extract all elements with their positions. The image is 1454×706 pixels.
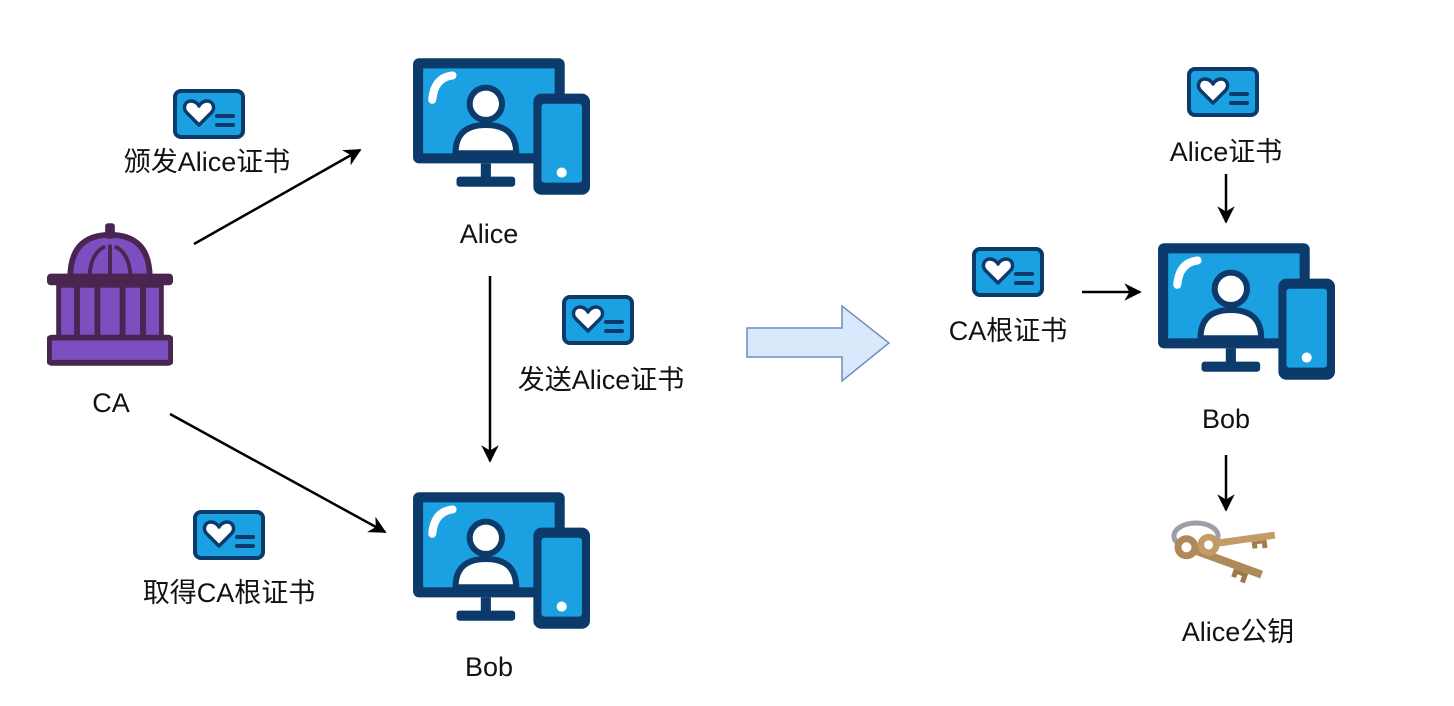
issue-certificate-icon [173, 89, 245, 139]
ca-root-certificate-icon [972, 247, 1044, 297]
alice-device-icon [408, 52, 590, 196]
root-certificate-icon [193, 510, 265, 560]
send-certificate-icon [562, 295, 634, 345]
alice-certificate-label: Alice证书 [1169, 137, 1283, 167]
arrow-ca-to-bob [169, 412, 387, 534]
block-arrow-right-icon [746, 304, 891, 383]
ca-label: CA [92, 388, 130, 418]
bob-device-icon [408, 486, 590, 630]
ca-root-certificate-label: CA根证书 [948, 316, 1068, 346]
alice-label: Alice [459, 219, 519, 249]
send-certificate-label: 发送Alice证书 [517, 365, 685, 395]
arrow-ca-to-alice [193, 148, 362, 246]
bob-verify-device-icon [1153, 237, 1335, 381]
obtain-root-certificate-label: 取得CA根证书 [142, 578, 316, 608]
keys-icon [1168, 518, 1278, 584]
bob-verify-label: Bob [1201, 404, 1251, 434]
bob-label: Bob [464, 652, 514, 682]
ca-building-icon [47, 221, 173, 367]
alice-public-key-label: Alice公钥 [1181, 617, 1295, 647]
issue-certificate-label: 颁发Alice证书 [123, 147, 291, 177]
alice-certificate-icon [1187, 67, 1259, 117]
